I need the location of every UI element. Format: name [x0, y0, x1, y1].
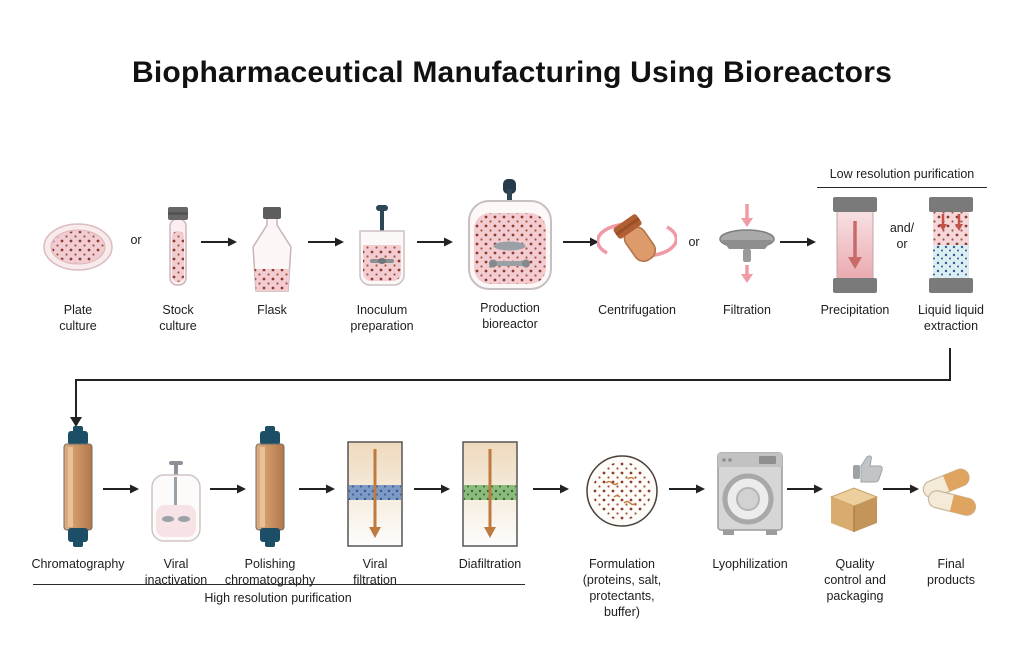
polishing-chromatography-column-icon [252, 425, 288, 547]
or-connector-2: or [688, 235, 700, 249]
filtration-icon [716, 183, 778, 293]
flow-arrow-icon [533, 483, 569, 495]
step-final-products: Final products [901, 425, 1001, 588]
lyophilization-machine-icon [715, 425, 785, 547]
flask-icon [244, 183, 300, 293]
step-label: Viral inactivation [144, 557, 208, 587]
plate-culture-icon [42, 183, 114, 293]
step-plate-culture: Plate culture [30, 183, 126, 334]
formulation-icon [584, 425, 660, 547]
step-filtration: Filtration [702, 183, 792, 318]
flow-arrow-icon [417, 236, 453, 248]
step-label: Viral filtration [353, 557, 397, 587]
precipitation-column-icon [832, 183, 878, 293]
step-label: Inoculum preparation [350, 303, 414, 333]
flow-arrow-icon [563, 236, 599, 248]
step-label: Flask [257, 303, 287, 317]
step-label: Precipitation [820, 303, 890, 317]
high-resolution-purification-label: High resolution purification [204, 591, 352, 605]
step-label: Stock culture [159, 303, 197, 333]
step-chromatography: Chromatography [26, 425, 130, 572]
or-connector-1: or [130, 233, 142, 247]
step-viral-filtration: Viral filtration [327, 425, 423, 588]
flow-arrow-icon [780, 236, 816, 248]
page-title: Biopharmaceutical Manufacturing Using Bi… [132, 56, 892, 89]
bioreactor-icon [466, 179, 554, 291]
step-production-bioreactor: Production bioreactor [458, 179, 562, 332]
chromatography-column-icon [60, 425, 96, 547]
step-label: Liquid liquid extraction [917, 303, 985, 333]
step-formulation: Formulation (proteins, salt, protectants… [570, 425, 674, 620]
low-resolution-purification-line [817, 187, 987, 188]
step-label: Final products [927, 557, 975, 587]
step-label: Quality control and packaging [824, 557, 886, 603]
flow-arrow-icon [787, 483, 823, 495]
viral-inactivation-vessel-icon [147, 425, 205, 547]
step-label: Diafiltration [458, 557, 522, 571]
viral-filtration-icon [347, 425, 403, 547]
step-label: Centrifugation [598, 303, 676, 317]
low-resolution-purification-label: Low resolution purification [829, 167, 975, 181]
step-stock-culture: Stock culture [146, 183, 210, 334]
inoculum-vessel-icon [352, 183, 412, 293]
flow-arrow-icon [669, 483, 705, 495]
step-centrifugation: Centrifugation [592, 183, 682, 318]
diafiltration-icon [462, 425, 518, 547]
and-or-connector: and/ or [889, 221, 915, 251]
step-label: Formulation (proteins, salt, protectants… [582, 557, 662, 619]
liquid-liquid-extraction-icon [928, 183, 974, 293]
quality-control-packaging-icon [823, 425, 887, 547]
step-label: Production bioreactor [480, 301, 540, 331]
step-diafiltration: Diafiltration [442, 425, 538, 572]
flow-arrow-icon [308, 236, 344, 248]
step-lyophilization: Lyophilization [700, 425, 800, 572]
step-label: Chromatography [31, 557, 125, 571]
step-polishing-chromatography: Polishing chromatography [218, 425, 322, 588]
flow-arrow-icon [103, 483, 139, 495]
flow-arrow-icon [210, 483, 246, 495]
centrifugation-icon [597, 183, 677, 293]
stock-culture-icon [163, 183, 193, 293]
flow-arrow-icon [201, 236, 237, 248]
step-quality-control-packaging: Quality control and packaging [807, 425, 903, 604]
step-liquid-liquid-extraction: Liquid liquid extraction [905, 183, 997, 334]
step-flask: Flask [230, 183, 314, 318]
step-inoculum-preparation: Inoculum preparation [334, 183, 430, 334]
high-resolution-purification-line [33, 584, 525, 585]
step-label: Filtration [723, 303, 771, 317]
step-viral-inactivation: Viral inactivation [128, 425, 224, 588]
final-products-capsules-icon [914, 425, 988, 547]
flow-arrow-icon [414, 483, 450, 495]
flow-arrow-icon [299, 483, 335, 495]
step-label: Plate culture [59, 303, 97, 333]
step-label: Lyophilization [712, 557, 788, 571]
flow-arrow-icon [883, 483, 919, 495]
step-label: Polishing chromatography [224, 557, 316, 587]
row-wrap-connector-arrow [0, 340, 1024, 440]
step-precipitation: Precipitation [810, 183, 900, 318]
